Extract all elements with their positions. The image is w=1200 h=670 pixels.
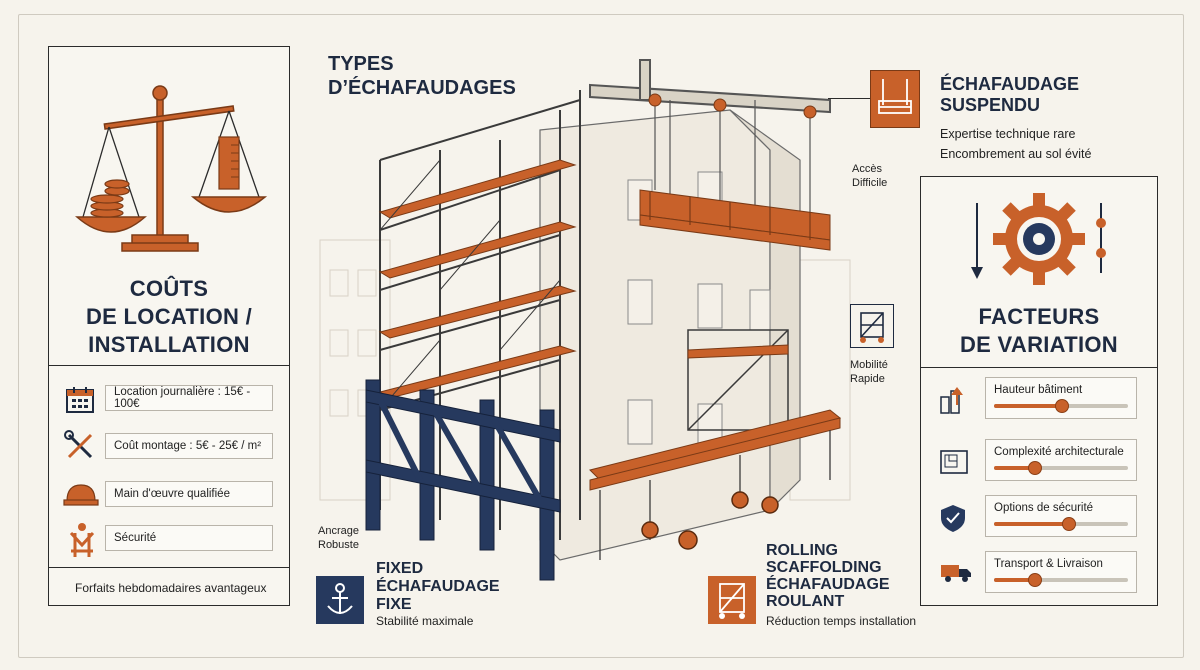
- rolling-heading-line2: SCAFFOLDING: [766, 559, 882, 576]
- slider-fill: [994, 466, 1035, 470]
- scaffolding-illustration: [319, 59, 851, 581]
- shield-check-icon: [939, 503, 967, 538]
- factors-title-line2: DE VARIATION: [959, 332, 1118, 357]
- costs-panel: COÛTS DE LOCATION / INSTALLATION Locatio…: [48, 46, 290, 606]
- calendar-icon: [66, 387, 94, 413]
- fixed-callout-line2: Robuste: [318, 539, 359, 551]
- slider-knob[interactable]: [1055, 399, 1069, 413]
- wrench-screwdriver-icon: [64, 430, 93, 459]
- fixed-heading-line3: FIXE: [376, 596, 412, 613]
- slider-fill: [994, 522, 1068, 526]
- rolling-heading-line1: ROLLING: [766, 542, 838, 559]
- fixed-icon-box: [316, 576, 364, 624]
- divider: [921, 367, 1157, 368]
- outer-frame: [18, 14, 1184, 658]
- costs-footer: Forfaits hebdomadaires avantageux: [75, 581, 267, 595]
- cost-item-label: Sécurité: [114, 532, 157, 544]
- slider-track[interactable]: [994, 517, 1128, 531]
- rolling-desc: Réduction temps installation: [766, 614, 917, 628]
- divider: [49, 567, 289, 568]
- slider-knob[interactable]: [1061, 517, 1076, 531]
- gear-icon: [971, 193, 1106, 285]
- page-title-line2: D’ÉCHAFAUDAGES: [328, 77, 516, 99]
- factor-slider[interactable]: Transport & Livraison: [985, 551, 1137, 593]
- suspended-callout-line2: Difficile: [852, 177, 888, 189]
- slider-track[interactable]: [994, 573, 1128, 587]
- suspended-desc-line1: Expertise technique rare: [940, 127, 1076, 141]
- rolling-heading-line3: ÉCHAFAUDAGE: [766, 576, 890, 593]
- factors-title-line1: FACTEURS: [978, 304, 1100, 329]
- mobility-icon-box: [850, 304, 894, 348]
- mobility-callout: Mobilité Rapide: [850, 358, 888, 386]
- slider-knob[interactable]: [1028, 461, 1043, 475]
- suspended-desc: Expertise technique rare Encombrement au…: [940, 124, 1091, 164]
- costs-title-line2: DE LOCATION /: [85, 304, 253, 329]
- mobility-callout-line2: Rapide: [850, 373, 885, 385]
- cost-item: Coût montage : 5€ - 25€ / m²: [105, 433, 273, 459]
- costs-title-line1: COÛTS: [129, 276, 209, 301]
- suspended-icon-box: [870, 70, 920, 128]
- fixed-heading-line1: FIXED: [376, 560, 424, 577]
- factors-title: FACTEURS DE VARIATION: [921, 303, 1157, 359]
- cost-item: Main d'œuvre qualifiée: [105, 481, 273, 507]
- factor-slider[interactable]: Hauteur bâtiment: [985, 377, 1137, 419]
- suspended-desc-line2: Encombrement au sol évité: [940, 147, 1092, 161]
- slider-knob[interactable]: [1028, 573, 1043, 587]
- factor-label: Hauteur bâtiment: [994, 384, 1083, 396]
- divider: [49, 365, 289, 366]
- factor-label: Complexité architecturale: [994, 446, 1124, 458]
- suspended-callout-line1: Accès: [852, 163, 882, 175]
- blueprint-icon: [939, 447, 969, 482]
- page-title: TYPES D’ÉCHAFAUDAGES: [328, 52, 516, 100]
- anchor-icon: [327, 583, 353, 614]
- fixed-callout-line1: Ancrage: [318, 525, 359, 537]
- slider-track[interactable]: [994, 399, 1128, 413]
- balance-scale-icon: [75, 85, 268, 252]
- costs-title: COÛTS DE LOCATION / INSTALLATION: [49, 275, 289, 359]
- delivery-truck-icon: [939, 559, 973, 590]
- rolling-icon-box: [708, 576, 756, 624]
- suspended-connector: [828, 98, 870, 99]
- slider-fill: [994, 404, 1061, 408]
- rolling-tower-icon: [860, 312, 884, 343]
- cost-item-label: Main d'œuvre qualifiée: [114, 488, 230, 500]
- hard-hat-icon: [63, 484, 99, 506]
- fixed-desc: Stabilité maximale: [376, 614, 474, 628]
- suspended-platform-icon: [878, 79, 912, 114]
- factor-label: Transport & Livraison: [994, 558, 1103, 570]
- cost-item-label: Location journalière : 15€ - 100€: [114, 386, 251, 410]
- fixed-callout: Ancrage Robuste: [318, 524, 359, 552]
- cost-item-label: Coût montage : 5€ - 25€ / m²: [114, 440, 262, 452]
- factor-label: Options de sécurité: [994, 502, 1094, 514]
- factor-slider[interactable]: Options de sécurité: [985, 495, 1137, 537]
- slider-fill: [994, 578, 1035, 582]
- safety-harness-icon: [69, 523, 95, 557]
- mobility-callout-line1: Mobilité: [850, 359, 888, 371]
- costs-title-line3: INSTALLATION: [88, 332, 250, 357]
- suspended-heading-line1: ÉCHAFAUDAGE: [940, 74, 1080, 94]
- fixed-heading-line2: ÉCHAFAUDAGE: [376, 578, 500, 595]
- suspended-heading: ÉCHAFAUDAGE SUSPENDU: [940, 74, 1079, 116]
- rolling-heading-line4: ROULANT: [766, 593, 845, 610]
- factor-slider[interactable]: Complexité architecturale: [985, 439, 1137, 481]
- fixed-heading: FIXED ÉCHAFAUDAGE FIXE: [376, 560, 500, 614]
- suspended-heading-line2: SUSPENDU: [940, 95, 1041, 115]
- page-title-line1: TYPES: [328, 53, 394, 75]
- building-height-icon: [939, 385, 967, 420]
- scaffold-tower-icon: [719, 583, 745, 619]
- suspended-callout: Accès Difficile: [852, 162, 887, 190]
- rolling-heading: ROLLING SCAFFOLDING ÉCHAFAUDAGE ROULANT: [766, 542, 890, 610]
- cost-item: Location journalière : 15€ - 100€: [105, 385, 273, 411]
- slider-track[interactable]: [994, 461, 1128, 475]
- cost-item: Sécurité: [105, 525, 273, 551]
